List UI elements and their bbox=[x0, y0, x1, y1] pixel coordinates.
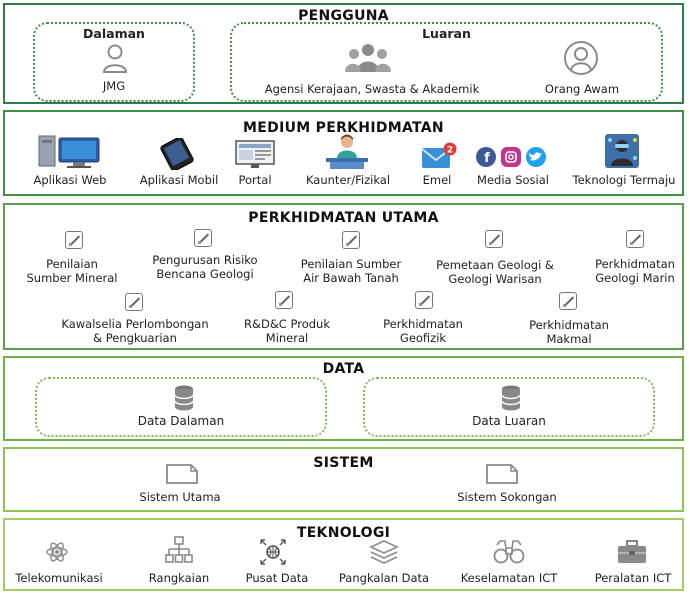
service-line: Geofizik bbox=[399, 331, 447, 345]
portal-screen-icon bbox=[235, 140, 275, 168]
service-penilaian-sumber-mineral: Penilaian Sumber Mineral bbox=[7, 257, 137, 285]
service-edit-icon bbox=[125, 293, 143, 311]
service-pengurusan-risiko: Pengurusan Risiko Bencana Geologi bbox=[135, 253, 275, 281]
toolbox-icon bbox=[618, 540, 646, 563]
user-label-jmg: JMG bbox=[102, 79, 126, 93]
medium-label-portal: Portal bbox=[238, 173, 272, 187]
service-edit-icon bbox=[275, 291, 293, 309]
service-line: Bencana Geologi bbox=[156, 267, 254, 281]
layer-medium-perkhidmatan: MEDIUM PERKHIDMATAN Aplikasi Web Aplikas… bbox=[3, 110, 684, 196]
service-makmal: Perkhidmatan Makmal bbox=[509, 318, 629, 346]
medium-label-teknologi-termaju: Teknologi Termaju bbox=[572, 173, 676, 187]
database-icon bbox=[174, 385, 194, 411]
service-line: Perkhidmatan bbox=[595, 257, 675, 271]
service-pemetaan-geologi: Pemetaan Geologi & Geologi Warisan bbox=[425, 258, 565, 286]
network-icon bbox=[165, 536, 193, 563]
service-line: Penilaian bbox=[46, 257, 98, 271]
service-line: Perkhidmatan bbox=[529, 318, 609, 332]
teknologi-label-rangkaian: Rangkaian bbox=[148, 571, 210, 585]
teknologi-label-peralatan-ict: Peralatan ICT bbox=[594, 571, 672, 585]
layer-title: MEDIUM PERKHIDMATAN bbox=[243, 120, 444, 136]
database-icon bbox=[501, 385, 521, 411]
service-line: Penilaian Sumber bbox=[300, 257, 402, 271]
service-line: & Pengkuarian bbox=[93, 331, 177, 345]
service-line: Geologi Warisan bbox=[448, 272, 542, 286]
service-line: Air Bawah Tanah bbox=[303, 271, 399, 285]
service-edit-icon bbox=[626, 230, 644, 248]
medium-label-aplikasi-mobil: Aplikasi Mobil bbox=[139, 173, 219, 187]
service-edit-icon bbox=[194, 229, 212, 247]
group-data-dalaman: Data Dalaman bbox=[35, 377, 327, 437]
person-icon bbox=[102, 44, 128, 73]
computer-icon bbox=[38, 135, 100, 168]
service-line: Makmal bbox=[546, 332, 592, 346]
medium-label-media-sosial: Media Sosial bbox=[477, 173, 549, 187]
advanced-tech-icon bbox=[605, 134, 639, 168]
system-window-icon bbox=[166, 464, 198, 484]
service-line: Pengurusan Risiko bbox=[152, 253, 258, 267]
service-edit-icon bbox=[559, 292, 577, 310]
user-circle-icon bbox=[564, 41, 598, 75]
data-center-icon bbox=[260, 539, 286, 565]
teknologi-label-pusat-data: Pusat Data bbox=[245, 571, 309, 585]
medium-label-aplikasi-web: Aplikasi Web bbox=[33, 173, 107, 187]
layers-icon bbox=[369, 540, 399, 564]
counter-icon bbox=[326, 134, 368, 169]
atom-icon bbox=[46, 542, 68, 562]
user-label-agensi: Agensi Kerajaan, Swasta & Akademik bbox=[264, 82, 480, 96]
layer-title: PENGGUNA bbox=[298, 8, 389, 24]
service-line: Perkhidmatan bbox=[383, 317, 463, 331]
service-line: Kawalselia Perlombongan bbox=[61, 317, 209, 331]
group-data-luaran: Data Luaran bbox=[363, 377, 655, 437]
email-icon: 2 bbox=[421, 142, 457, 168]
binoculars-icon bbox=[493, 540, 525, 564]
layer-pengguna: PENGGUNA Dalaman JMG Luaran Agensi Keraj… bbox=[3, 3, 684, 104]
service-edit-icon bbox=[65, 231, 83, 249]
layer-teknologi: TEKNOLOGI Telekomunikasi Rangkaian Pusat… bbox=[3, 518, 684, 591]
service-line: Sumber Mineral bbox=[26, 271, 118, 285]
teknologi-label-keselamatan-ict: Keselamatan ICT bbox=[460, 571, 558, 585]
medium-label-emel: Emel bbox=[422, 173, 452, 187]
service-rdc-produk-mineral: R&D&C Produk Mineral bbox=[227, 317, 347, 345]
service-line: Mineral bbox=[265, 331, 309, 345]
group-dalaman: Dalaman JMG bbox=[33, 22, 195, 102]
group-heading: Dalaman bbox=[83, 26, 145, 41]
data-label-dalaman: Data Dalaman bbox=[137, 414, 225, 428]
layer-title: SISTEM bbox=[313, 455, 374, 471]
system-window-icon bbox=[486, 464, 518, 484]
layer-sistem: SISTEM Sistem Utama Sistem Sokongan bbox=[3, 447, 684, 512]
social-media-icon: f bbox=[476, 147, 546, 167]
group-heading: Luaran bbox=[422, 26, 471, 41]
email-badge: 2 bbox=[447, 146, 453, 156]
mobile-phone-icon bbox=[160, 138, 194, 170]
layer-title: PERKHIDMATAN UTAMA bbox=[248, 210, 439, 226]
group-luaran: Luaran Agensi Kerajaan, Swasta & Akademi… bbox=[230, 22, 663, 102]
data-label-luaran: Data Luaran bbox=[472, 414, 546, 428]
service-edit-icon bbox=[342, 231, 360, 249]
layer-perkhidmatan-utama: PERKHIDMATAN UTAMA Penilaian Sumber Mine… bbox=[3, 203, 684, 350]
service-kawalselia-perlombongan: Kawalselia Perlombongan & Pengkuarian bbox=[47, 317, 223, 345]
svg-text:f: f bbox=[484, 151, 490, 166]
service-line: Pemetaan Geologi & bbox=[436, 258, 554, 272]
layer-title: TEKNOLOGI bbox=[296, 525, 391, 541]
service-edit-icon bbox=[485, 230, 503, 248]
service-edit-icon bbox=[415, 291, 433, 309]
teknologi-label-pangkalan-data: Pangkalan Data bbox=[338, 571, 430, 585]
service-geofizik: Perkhidmatan Geofizik bbox=[363, 317, 483, 345]
sistem-label-utama: Sistem Utama bbox=[139, 490, 221, 504]
medium-label-kaunter: Kaunter/Fizikal bbox=[305, 173, 391, 187]
group-icon bbox=[345, 44, 391, 72]
sistem-label-sokongan: Sistem Sokongan bbox=[457, 490, 557, 504]
service-penilaian-air-bawah-tanah: Penilaian Sumber Air Bawah Tanah bbox=[281, 257, 421, 285]
teknologi-label-telekomunikasi: Telekomunikasi bbox=[15, 571, 103, 585]
layer-title: DATA bbox=[322, 361, 365, 377]
service-line: R&D&C Produk bbox=[244, 317, 330, 331]
layer-data: DATA Data Dalaman Data Luaran bbox=[3, 356, 684, 441]
user-label-orang-awam: Orang Awam bbox=[544, 82, 620, 96]
service-line: Geologi Marin bbox=[595, 271, 675, 285]
service-geologi-marin: Perkhidmatan Geologi Marin bbox=[583, 257, 687, 285]
